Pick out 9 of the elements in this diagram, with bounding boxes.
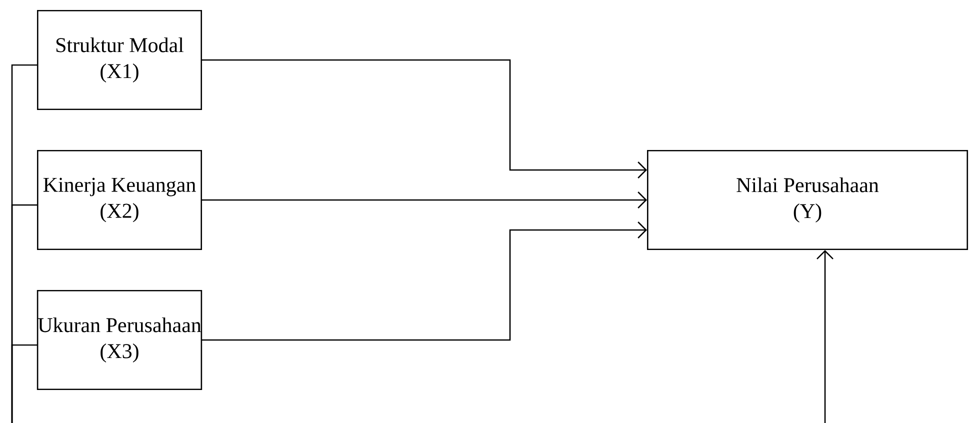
arrow: [202, 59, 647, 178]
box: Kinerja Keuangan (X2): [37, 150, 202, 250]
box: Struktur Modal (X1): [37, 10, 202, 110]
arrow: [816, 250, 834, 423]
arrow: [202, 192, 647, 208]
box: Nilai Perusahaan (Y): [647, 150, 968, 250]
connector-line: [11, 344, 37, 423]
box: Ukuran Perusahaan (X3): [36, 290, 202, 390]
arrow: [202, 222, 647, 341]
